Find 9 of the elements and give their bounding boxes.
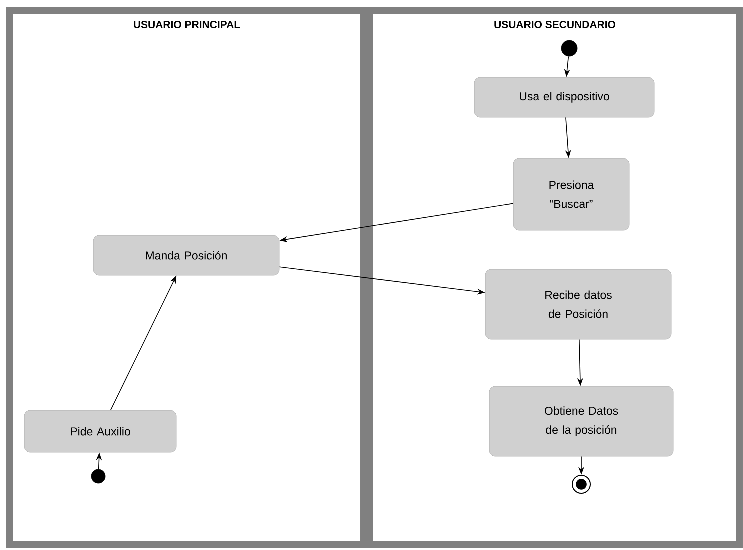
activity-box: Pide Auxilio bbox=[24, 410, 177, 453]
activity-box: Recibe datos de Posición bbox=[485, 269, 672, 340]
activity-box: Presiona “Buscar” bbox=[513, 158, 630, 231]
start-node bbox=[91, 469, 106, 484]
end-node bbox=[572, 475, 591, 494]
activity-box: Obtiene Datos de la posición bbox=[489, 386, 674, 457]
start-node bbox=[561, 40, 578, 57]
activity-box: Usa el dispositivo bbox=[474, 77, 655, 118]
activity-box: Manda Posición bbox=[93, 235, 280, 276]
